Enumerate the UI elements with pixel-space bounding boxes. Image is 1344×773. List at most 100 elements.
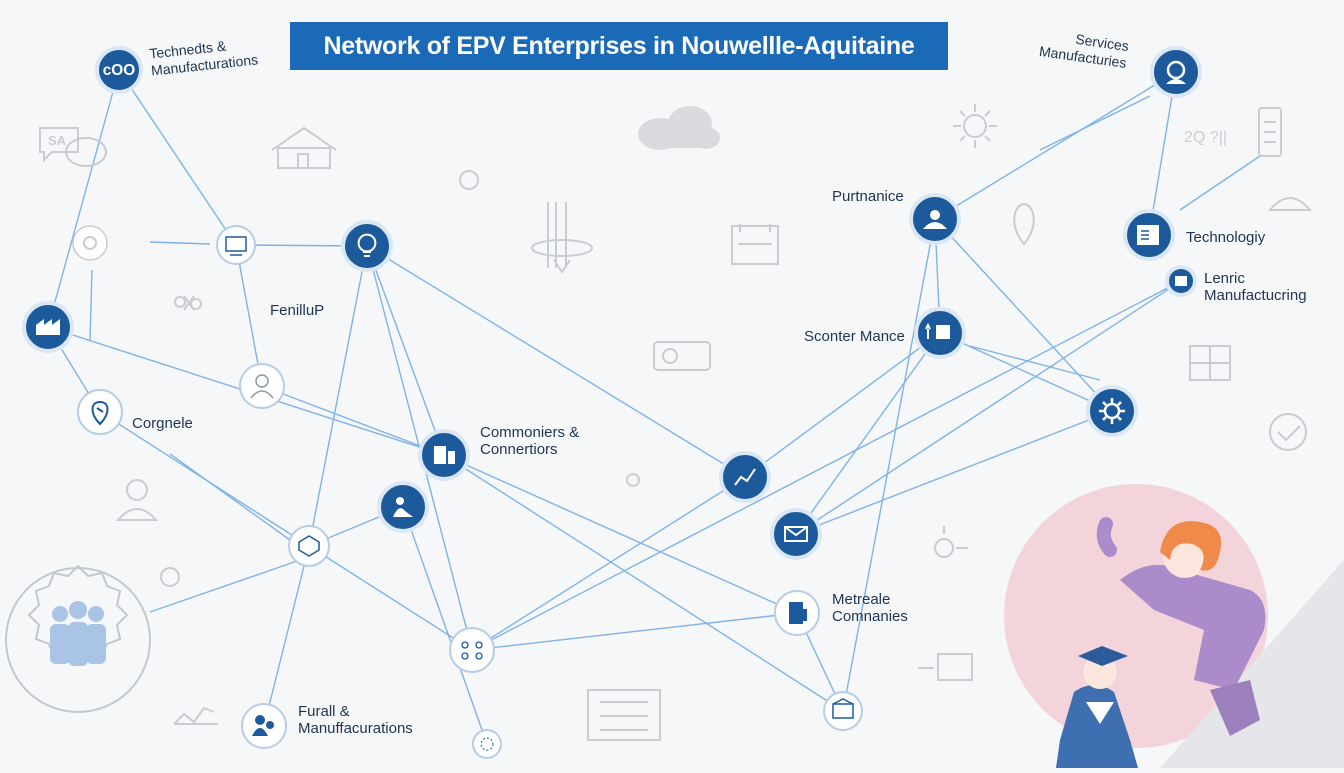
svg-text:cOO: cOO [103, 62, 136, 79]
node-layer: cOO [22, 46, 1202, 759]
node-monitor [216, 225, 256, 265]
cloud-icon [638, 106, 720, 150]
edge-stub [149, 559, 301, 613]
label-line: Commoniers & [480, 424, 580, 441]
mail-icon [784, 526, 808, 542]
label-technologiy: Technologiy [1186, 229, 1266, 246]
support-icon [923, 210, 947, 229]
graduation-cap [1078, 646, 1128, 666]
small-circle-icon [459, 170, 479, 190]
node-chain: cOO [95, 46, 143, 94]
office-building-icon [587, 689, 661, 741]
node-circle [95, 46, 143, 94]
small-gear-icon [626, 473, 640, 487]
projector-icon [918, 653, 973, 681]
edge-n-hub-n-graph [471, 476, 746, 651]
arrows-pump-icon [531, 202, 593, 274]
box-icon [832, 698, 854, 719]
label-metreale: Metreale Comnanies [832, 591, 908, 625]
edge-n-chain-n-monitor [118, 69, 237, 246]
checkmark-gear-icon [1269, 413, 1307, 451]
node-scont [914, 307, 966, 359]
edge-n-box-n-purt [842, 218, 936, 712]
node-bulb [341, 220, 393, 272]
edge-stub [89, 269, 93, 341]
background-decorations: SA 2Q ?|| [5, 104, 1313, 741]
node-circle [239, 363, 285, 409]
staircase-shape [1160, 560, 1344, 768]
shield-icon [298, 535, 320, 557]
label-line: Metreale [832, 591, 891, 608]
edge-n-building-n-box [443, 454, 844, 712]
edge-stub [149, 241, 211, 245]
node-doc [774, 590, 820, 636]
scissors-icon [174, 295, 202, 311]
node-circle [241, 703, 287, 749]
team-badge-icon [5, 564, 151, 713]
label-line: Manuffacurations [298, 720, 413, 737]
label-line: Comnanies [832, 608, 908, 625]
person-outline-icon [115, 479, 159, 521]
tablet-icon [1137, 225, 1159, 245]
edge-n-purt-n-sun [934, 218, 1113, 412]
edge-n-worker-n-dial [402, 506, 488, 745]
edge-n-building-n-doc [443, 454, 798, 614]
edge-n-lenric-n-mail [795, 280, 1182, 535]
node-factory [22, 301, 74, 353]
edge-n-lenric-n-hub [471, 280, 1182, 651]
sun-outline-icon [953, 104, 997, 148]
speech-bubble-icon: SA [39, 127, 107, 167]
node-building [418, 429, 470, 481]
document-icon [789, 602, 807, 624]
node-circle [377, 481, 429, 533]
label-fenillup: FenilluP [270, 302, 325, 319]
node-circle [77, 389, 123, 435]
node-circle [288, 525, 330, 567]
node-services [1150, 46, 1202, 98]
label-corgnele: Corgnele [132, 415, 193, 432]
chart-bars-icon [173, 706, 218, 725]
node-tech [1123, 209, 1175, 261]
label-line: Manufactucring [1204, 287, 1307, 304]
node-circle [449, 627, 495, 673]
sign-left-text: SA [48, 133, 67, 148]
raised-arm [1096, 517, 1117, 557]
monitor-icon [225, 236, 247, 256]
ring-icon [160, 567, 180, 587]
person-hair [1160, 521, 1222, 571]
node-circle [1086, 385, 1138, 437]
node-lenric [1165, 265, 1197, 297]
edge-n-scont-n-sun [939, 332, 1113, 412]
graduate-collar [1086, 702, 1114, 724]
edge-n-purt-n-services [934, 71, 1177, 220]
headset-icon [1166, 60, 1186, 84]
label-lenric: Lenric Manufactucring [1204, 270, 1307, 304]
location-pin-outline-icon [1013, 202, 1035, 246]
robot-icon [1175, 276, 1187, 286]
camera-icon [653, 341, 711, 371]
edge-layer [47, 69, 1261, 745]
edge-stub [969, 345, 1101, 381]
sign-right-text: 2Q ?|| [1184, 129, 1227, 146]
label-fural: Furall & Manuffacurations [298, 703, 413, 737]
edge-n-chain-n-factory [47, 69, 120, 328]
node-gear-left [72, 225, 108, 261]
node-shield [288, 525, 330, 567]
diagram-title: Network of EPV Enterprises in Nouwellle-… [290, 22, 948, 70]
edge-n-shield-n-family [263, 545, 310, 727]
edge-n-sun-n-mail [795, 410, 1113, 535]
edge-n-person-left-n-building [261, 385, 445, 456]
edge-n-shield-n-hub [308, 545, 473, 651]
edge-n-bulb-n-shield [308, 245, 368, 547]
node-worker [377, 481, 429, 533]
battery-icon [1258, 107, 1282, 157]
graduate-body [1056, 685, 1138, 768]
node-circle [1150, 46, 1202, 98]
edge-n-services-n-tech [1148, 71, 1177, 236]
edge-n-hub-n-doc [471, 612, 798, 651]
edge-n-bulb-n-building [366, 245, 445, 456]
people-illustration [1004, 484, 1344, 768]
node-box [823, 691, 863, 731]
cap-icon [1267, 197, 1313, 211]
